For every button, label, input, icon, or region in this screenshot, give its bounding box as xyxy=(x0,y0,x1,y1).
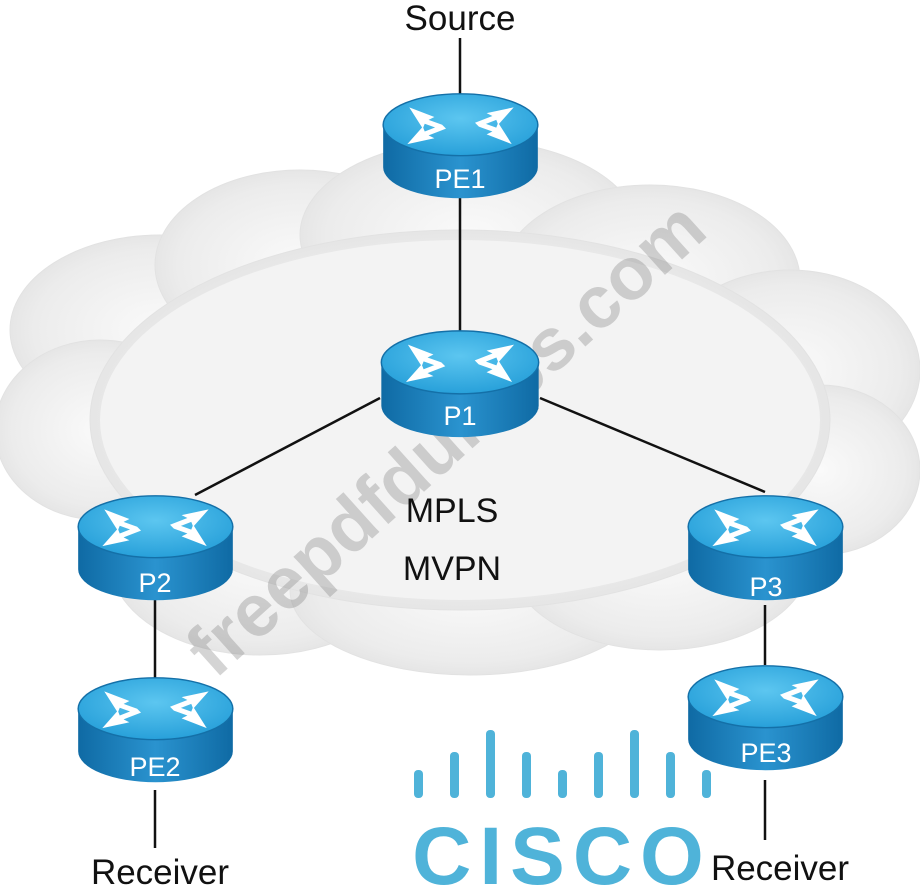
router-p2[interactable]: P2 xyxy=(77,495,234,601)
cloud-label-mvpn: MVPN xyxy=(403,550,501,588)
router-pe3[interactable]: PE3 xyxy=(687,665,844,771)
router-pe1-label: PE1 xyxy=(434,164,485,194)
network-links xyxy=(153,38,767,848)
router-p1[interactable]: P1 xyxy=(380,330,540,438)
cloud-label-mpls: MPLS xyxy=(406,492,499,530)
router-p1-label: P1 xyxy=(443,401,476,431)
router-pe1[interactable]: PE1 xyxy=(382,93,539,199)
router-p3-label: P3 xyxy=(749,572,782,602)
receiver-left-label: Receiver xyxy=(91,853,229,889)
cloud-icon xyxy=(0,139,920,676)
link-p1-p2 xyxy=(194,396,381,497)
link-p1-p3 xyxy=(539,396,766,494)
router-p3[interactable]: P3 xyxy=(687,495,844,602)
receiver-right-label: Receiver xyxy=(711,849,849,888)
cisco-logo-icon: CISCO xyxy=(412,730,712,889)
source-label: Source xyxy=(405,0,516,38)
router-pe2-label: PE2 xyxy=(129,752,180,782)
cisco-logo-text: CISCO xyxy=(412,811,712,889)
router-pe3-label: PE3 xyxy=(740,738,791,768)
router-p2-label: P2 xyxy=(138,568,171,598)
router-pe2[interactable]: PE2 xyxy=(77,677,234,783)
